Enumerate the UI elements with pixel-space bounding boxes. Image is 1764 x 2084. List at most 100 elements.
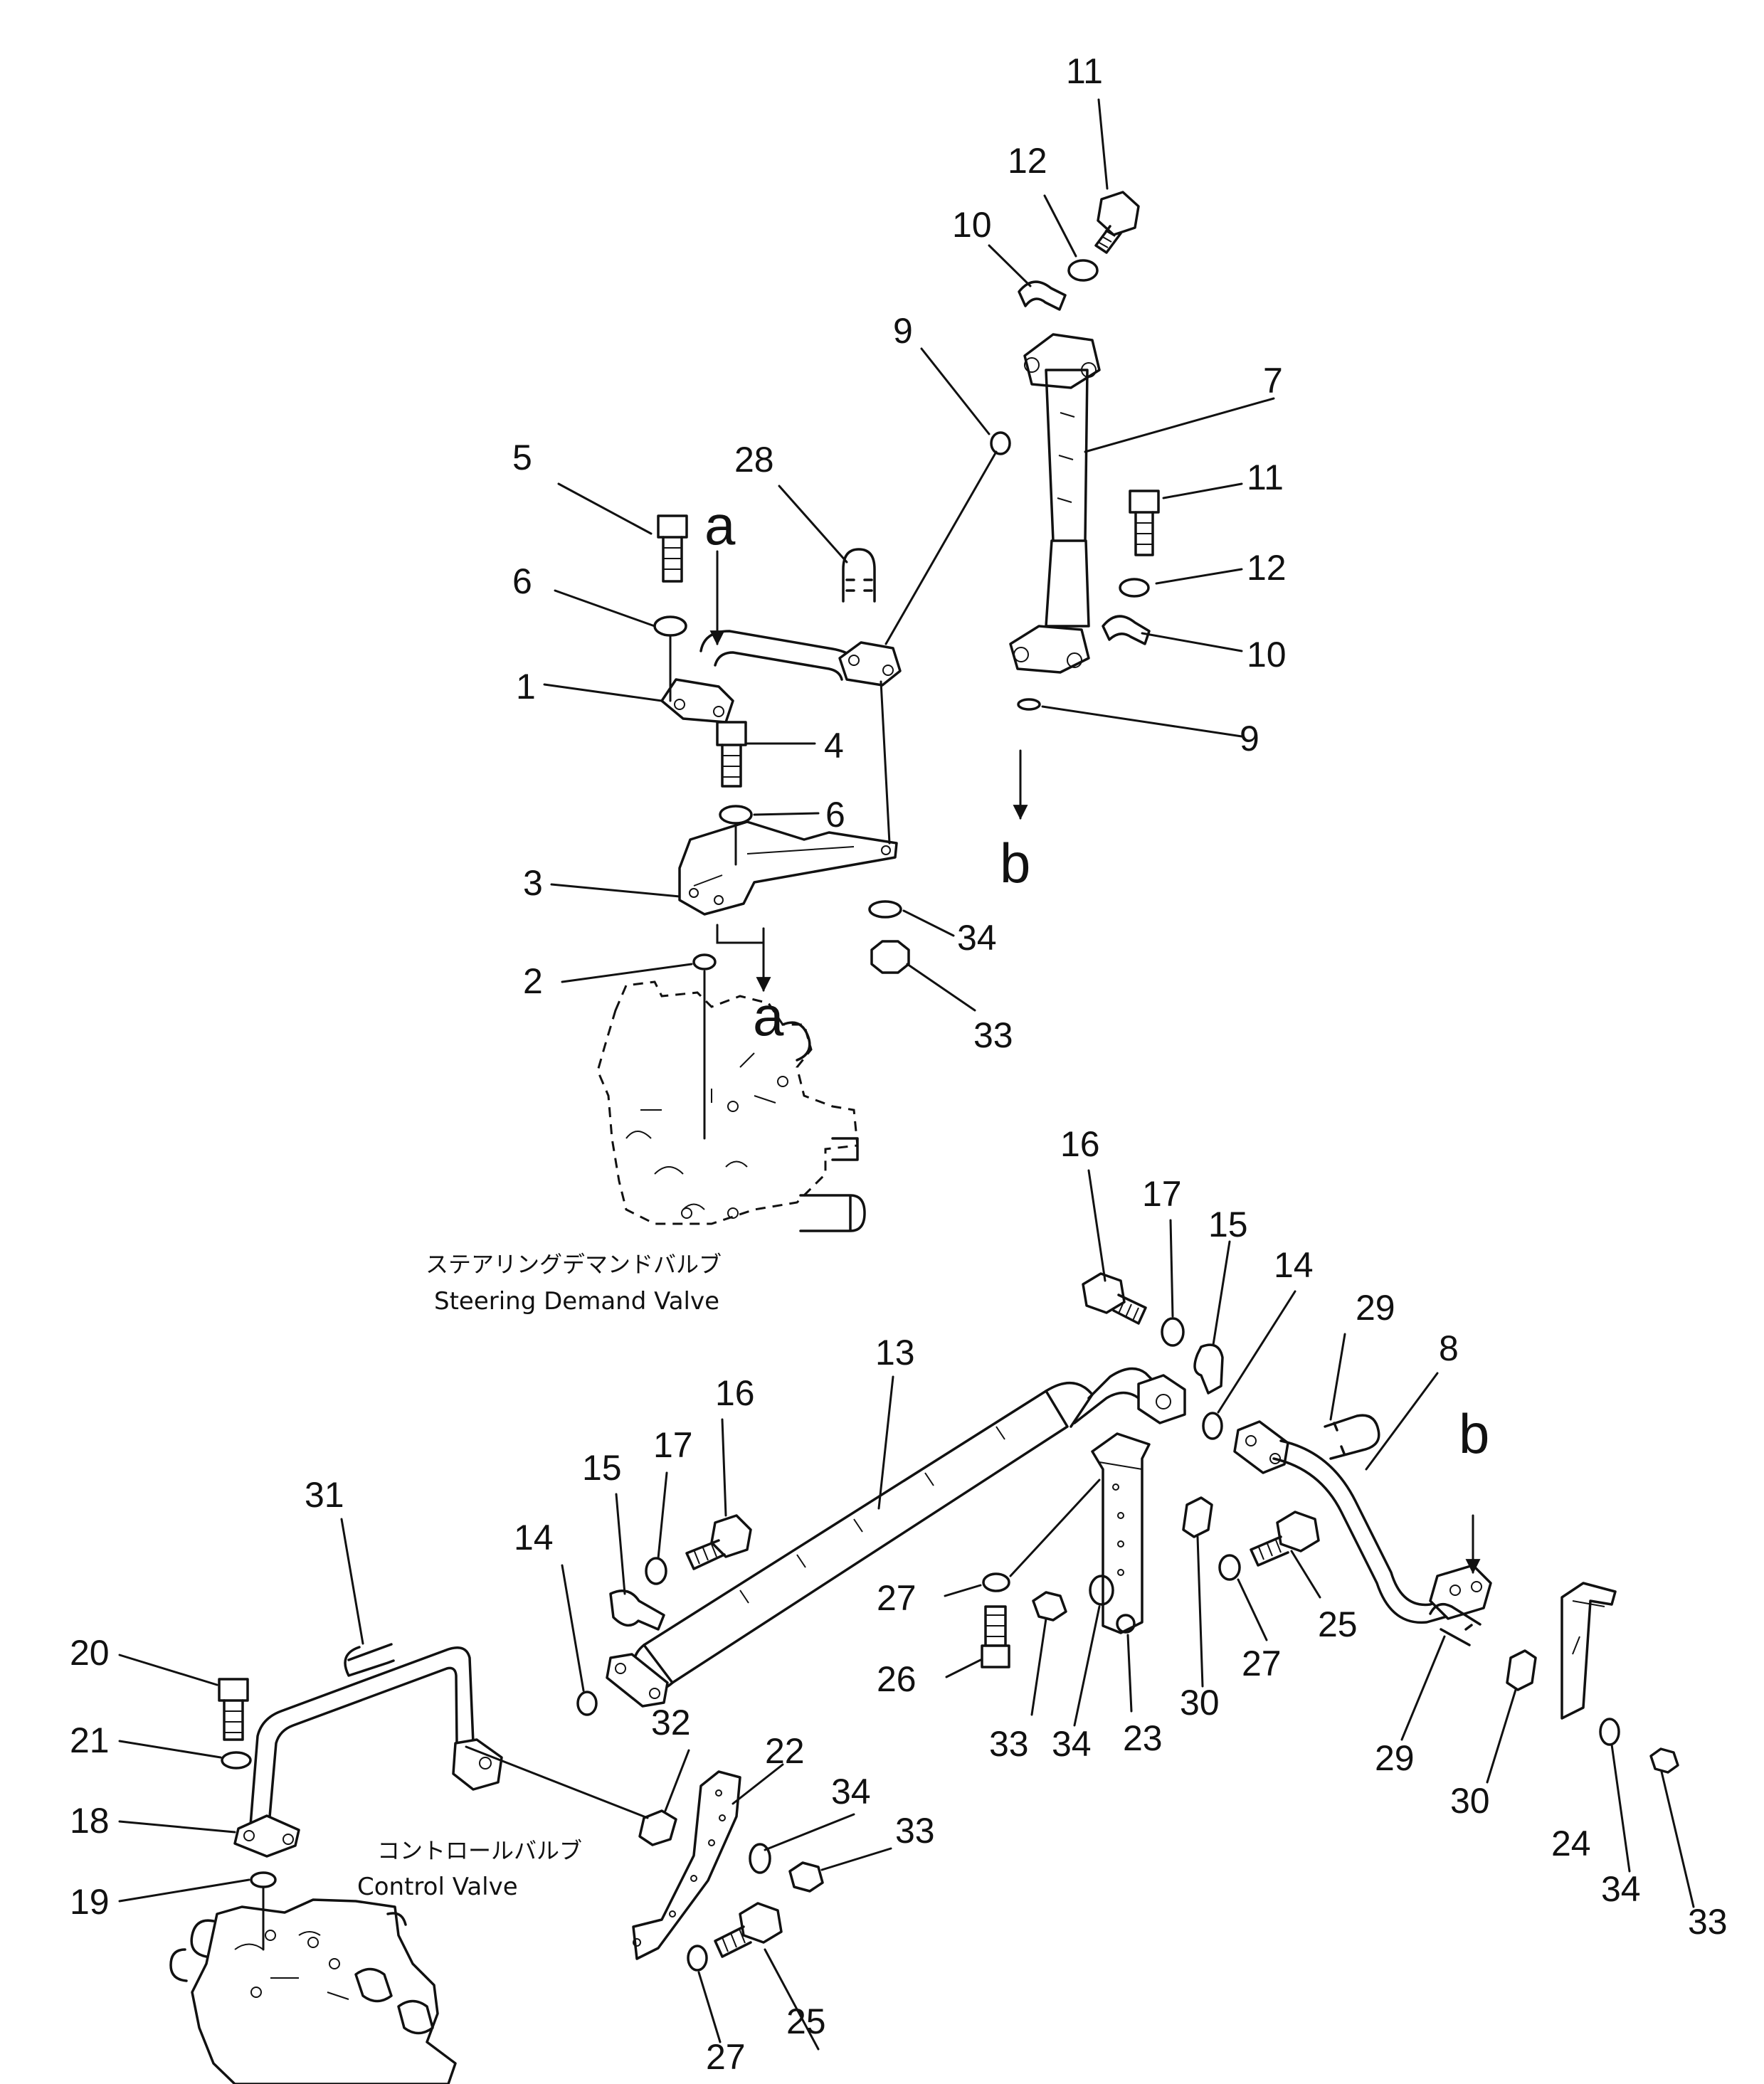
leaders-lower — [118, 1169, 1695, 2051]
oring-9-bottom — [1017, 698, 1041, 711]
washer-34-mid — [1089, 1575, 1114, 1606]
nut-33-upper — [870, 940, 910, 974]
bolt-11-right — [1129, 490, 1160, 556]
callout-2: 2 — [523, 961, 543, 1001]
callout-20: 20 — [70, 1633, 110, 1673]
bolt-26 — [981, 1605, 1010, 1668]
callout-13: 13 — [875, 1333, 915, 1372]
nut-33-right — [1649, 1747, 1679, 1774]
washer-17-left — [645, 1557, 667, 1585]
oring-9-top — [990, 431, 1011, 455]
steering-demand-valve — [596, 980, 866, 1232]
callout-34-upper: 34 — [957, 918, 997, 958]
callout-32: 32 — [651, 1703, 691, 1742]
oring-14-top — [1202, 1412, 1223, 1440]
bracket-22 — [632, 1770, 741, 1960]
callout-33-lower: 33 — [895, 1811, 935, 1851]
callout-33-upper: 33 — [973, 1015, 1013, 1055]
callout-9-right: 9 — [1240, 719, 1259, 758]
callout-23: 23 — [1123, 1718, 1163, 1758]
callout-27-lower: 27 — [706, 2037, 746, 2077]
bracket-3 — [678, 820, 898, 916]
bolt-4 — [716, 721, 747, 788]
callout-19: 19 — [70, 1882, 110, 1922]
callout-10-top: 10 — [952, 205, 992, 245]
washer-12-right — [1119, 578, 1150, 598]
bolt-16-left — [685, 1514, 752, 1570]
ubolt-31 — [344, 1643, 395, 1677]
callout-17-top: 17 — [1142, 1174, 1182, 1214]
hose-13 — [606, 1367, 1186, 1708]
callout-1: 1 — [516, 667, 536, 707]
callout-6-mid: 6 — [825, 795, 845, 835]
spacer-30-right — [1506, 1649, 1537, 1691]
oring-14-left — [576, 1691, 598, 1716]
spacer-30-mid — [1182, 1496, 1213, 1538]
callout-18: 18 — [70, 1801, 110, 1841]
oring-2 — [692, 953, 717, 970]
bolt-20 — [218, 1678, 249, 1741]
washer-17-top — [1161, 1317, 1185, 1347]
nut-33-lower — [788, 1861, 824, 1893]
washer-27-right — [1218, 1554, 1241, 1581]
callout-28: 28 — [734, 440, 774, 480]
bracket-24 — [1560, 1582, 1617, 1720]
callout-14-top: 14 — [1274, 1245, 1314, 1285]
callout-31: 31 — [305, 1475, 344, 1515]
clamp-10-top — [1018, 280, 1067, 311]
ubolt-29-bottom — [1429, 1602, 1482, 1646]
callout-17-left: 17 — [653, 1425, 693, 1465]
washer-34-right — [1599, 1718, 1620, 1746]
callout-5: 5 — [512, 438, 532, 477]
clamp-15-left — [609, 1590, 665, 1631]
bolt-16-top — [1082, 1272, 1147, 1325]
callout-16-top: 16 — [1060, 1124, 1100, 1164]
callout-11-top: 11 — [1066, 51, 1103, 91]
callout-16-left: 16 — [715, 1373, 755, 1413]
callout-30-mid: 30 — [1180, 1683, 1220, 1723]
callout-7: 7 — [1263, 361, 1283, 401]
control-caption-en: Control Valve — [357, 1873, 518, 1901]
callout-12-right: 12 — [1247, 548, 1287, 588]
spacer-32 — [638, 1809, 677, 1846]
callout-30-right: 30 — [1450, 1781, 1490, 1821]
bolt-11-top — [1094, 191, 1140, 254]
callout-6-top: 6 — [512, 561, 532, 601]
washer-27-mid — [982, 1572, 1010, 1592]
callout-33-mid: 33 — [989, 1724, 1029, 1764]
bracket-23 — [1091, 1432, 1151, 1634]
callout-21: 21 — [70, 1720, 110, 1760]
washer-34-lower — [749, 1843, 771, 1874]
callout-26: 26 — [877, 1659, 917, 1699]
washer-21 — [221, 1751, 252, 1770]
callout-24: 24 — [1551, 1824, 1591, 1863]
callout-9-top: 9 — [893, 311, 913, 351]
arrow-label-a-bottom: a — [753, 985, 784, 1047]
bolt-25-lower — [714, 1902, 783, 1958]
bolt-5 — [657, 514, 688, 583]
callout-3: 3 — [523, 863, 543, 903]
arrow-label-b-bottom: b — [1459, 1402, 1489, 1465]
washer-27-lower — [687, 1945, 708, 1972]
callout-33-right: 33 — [1688, 1902, 1728, 1942]
oring-19 — [250, 1871, 277, 1888]
callout-34-right: 34 — [1601, 1869, 1641, 1909]
tube-1 — [660, 630, 902, 724]
arrow-label-a-top: a — [704, 494, 736, 556]
hose-7 — [1009, 333, 1101, 674]
callout-25-right: 25 — [1318, 1604, 1358, 1644]
arrow-label-b-top: b — [1000, 832, 1030, 894]
control-caption-jp: コントロールバルブ — [377, 1837, 582, 1864]
callout-27-mid: 27 — [877, 1578, 917, 1618]
ubolt-29-top — [1324, 1414, 1380, 1460]
washer-6-top — [653, 615, 687, 637]
steering-caption-en: Steering Demand Valve — [434, 1287, 719, 1316]
callout-4: 4 — [824, 726, 844, 766]
tube-8 — [1233, 1420, 1492, 1624]
callout-12-top: 12 — [1008, 141, 1047, 181]
leaders-upper — [543, 98, 1275, 1140]
callout-numbers: 11 12 10 9 7 28 5 11 6 12 10 1 9 4 6 3 3… — [70, 51, 1728, 2077]
steering-caption-jp: ステアリングデマンドバルブ — [426, 1251, 722, 1278]
callout-15-top: 15 — [1208, 1205, 1248, 1244]
